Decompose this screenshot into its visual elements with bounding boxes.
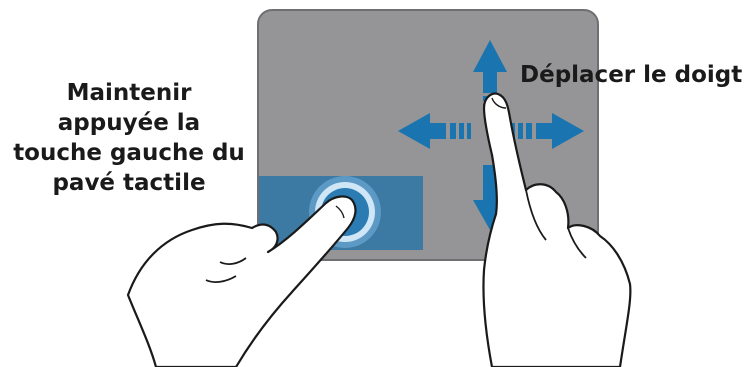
- left-label-line-2: appuyée la: [0, 108, 258, 138]
- left-hand: [128, 196, 355, 367]
- left-button-instruction: Maintenir appuyée la touche gauche du pa…: [0, 78, 258, 198]
- left-label-line-1: Maintenir: [0, 78, 258, 108]
- left-label-line-4: pavé tactile: [0, 168, 258, 198]
- move-finger-instruction: Déplacer le doigt: [520, 60, 745, 90]
- left-label-line-3: touche gauche du: [0, 138, 258, 168]
